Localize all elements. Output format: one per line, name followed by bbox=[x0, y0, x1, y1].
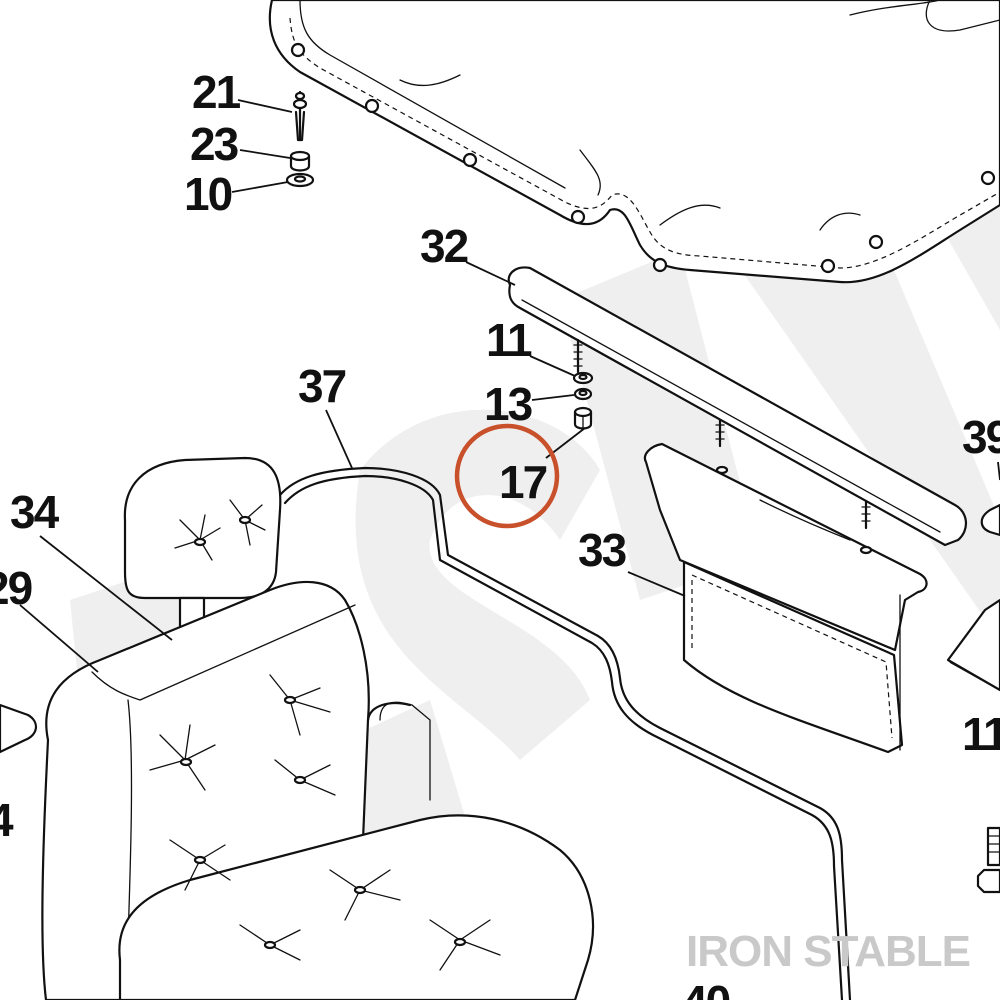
callout-37: 37 bbox=[298, 360, 346, 412]
callout-labels: 21 23 10 32 11 13 17 37 33 34 29 39 11 4… bbox=[0, 66, 1000, 1000]
grommet-23 bbox=[289, 150, 311, 172]
callout-34: 34 bbox=[10, 486, 60, 538]
trim-37 bbox=[278, 466, 852, 1000]
pin-21 bbox=[292, 90, 308, 142]
highlight-ring bbox=[454, 423, 560, 529]
nut-17 bbox=[573, 406, 593, 430]
callout-39: 39 bbox=[962, 411, 1000, 463]
lockwasher-13 bbox=[573, 387, 593, 401]
callout-11-right: 11 bbox=[962, 708, 1000, 760]
bolster-bar-32 bbox=[507, 266, 967, 547]
callout-10: 10 bbox=[184, 168, 232, 220]
callout-29: 29 bbox=[0, 562, 32, 614]
side-panel-33 bbox=[643, 442, 928, 754]
callout-11: 11 bbox=[486, 314, 532, 366]
seat-assembly bbox=[41, 456, 595, 1000]
callout-13: 13 bbox=[484, 378, 532, 430]
callout-32: 32 bbox=[420, 220, 468, 272]
washer-10 bbox=[285, 172, 315, 188]
canopy-top bbox=[268, 0, 1000, 284]
callout-21: 21 bbox=[192, 66, 241, 118]
washer-11 bbox=[572, 371, 594, 385]
callout-40: 40 bbox=[682, 976, 730, 1000]
leader-lines bbox=[19, 99, 1000, 691]
callout-17: 17 bbox=[499, 456, 547, 508]
callout-4: 4 bbox=[0, 794, 14, 846]
callout-33: 33 bbox=[578, 524, 626, 576]
callout-23: 23 bbox=[190, 118, 238, 170]
brand-watermark: IRON STABLE bbox=[686, 927, 970, 976]
left-fragment bbox=[0, 703, 37, 754]
